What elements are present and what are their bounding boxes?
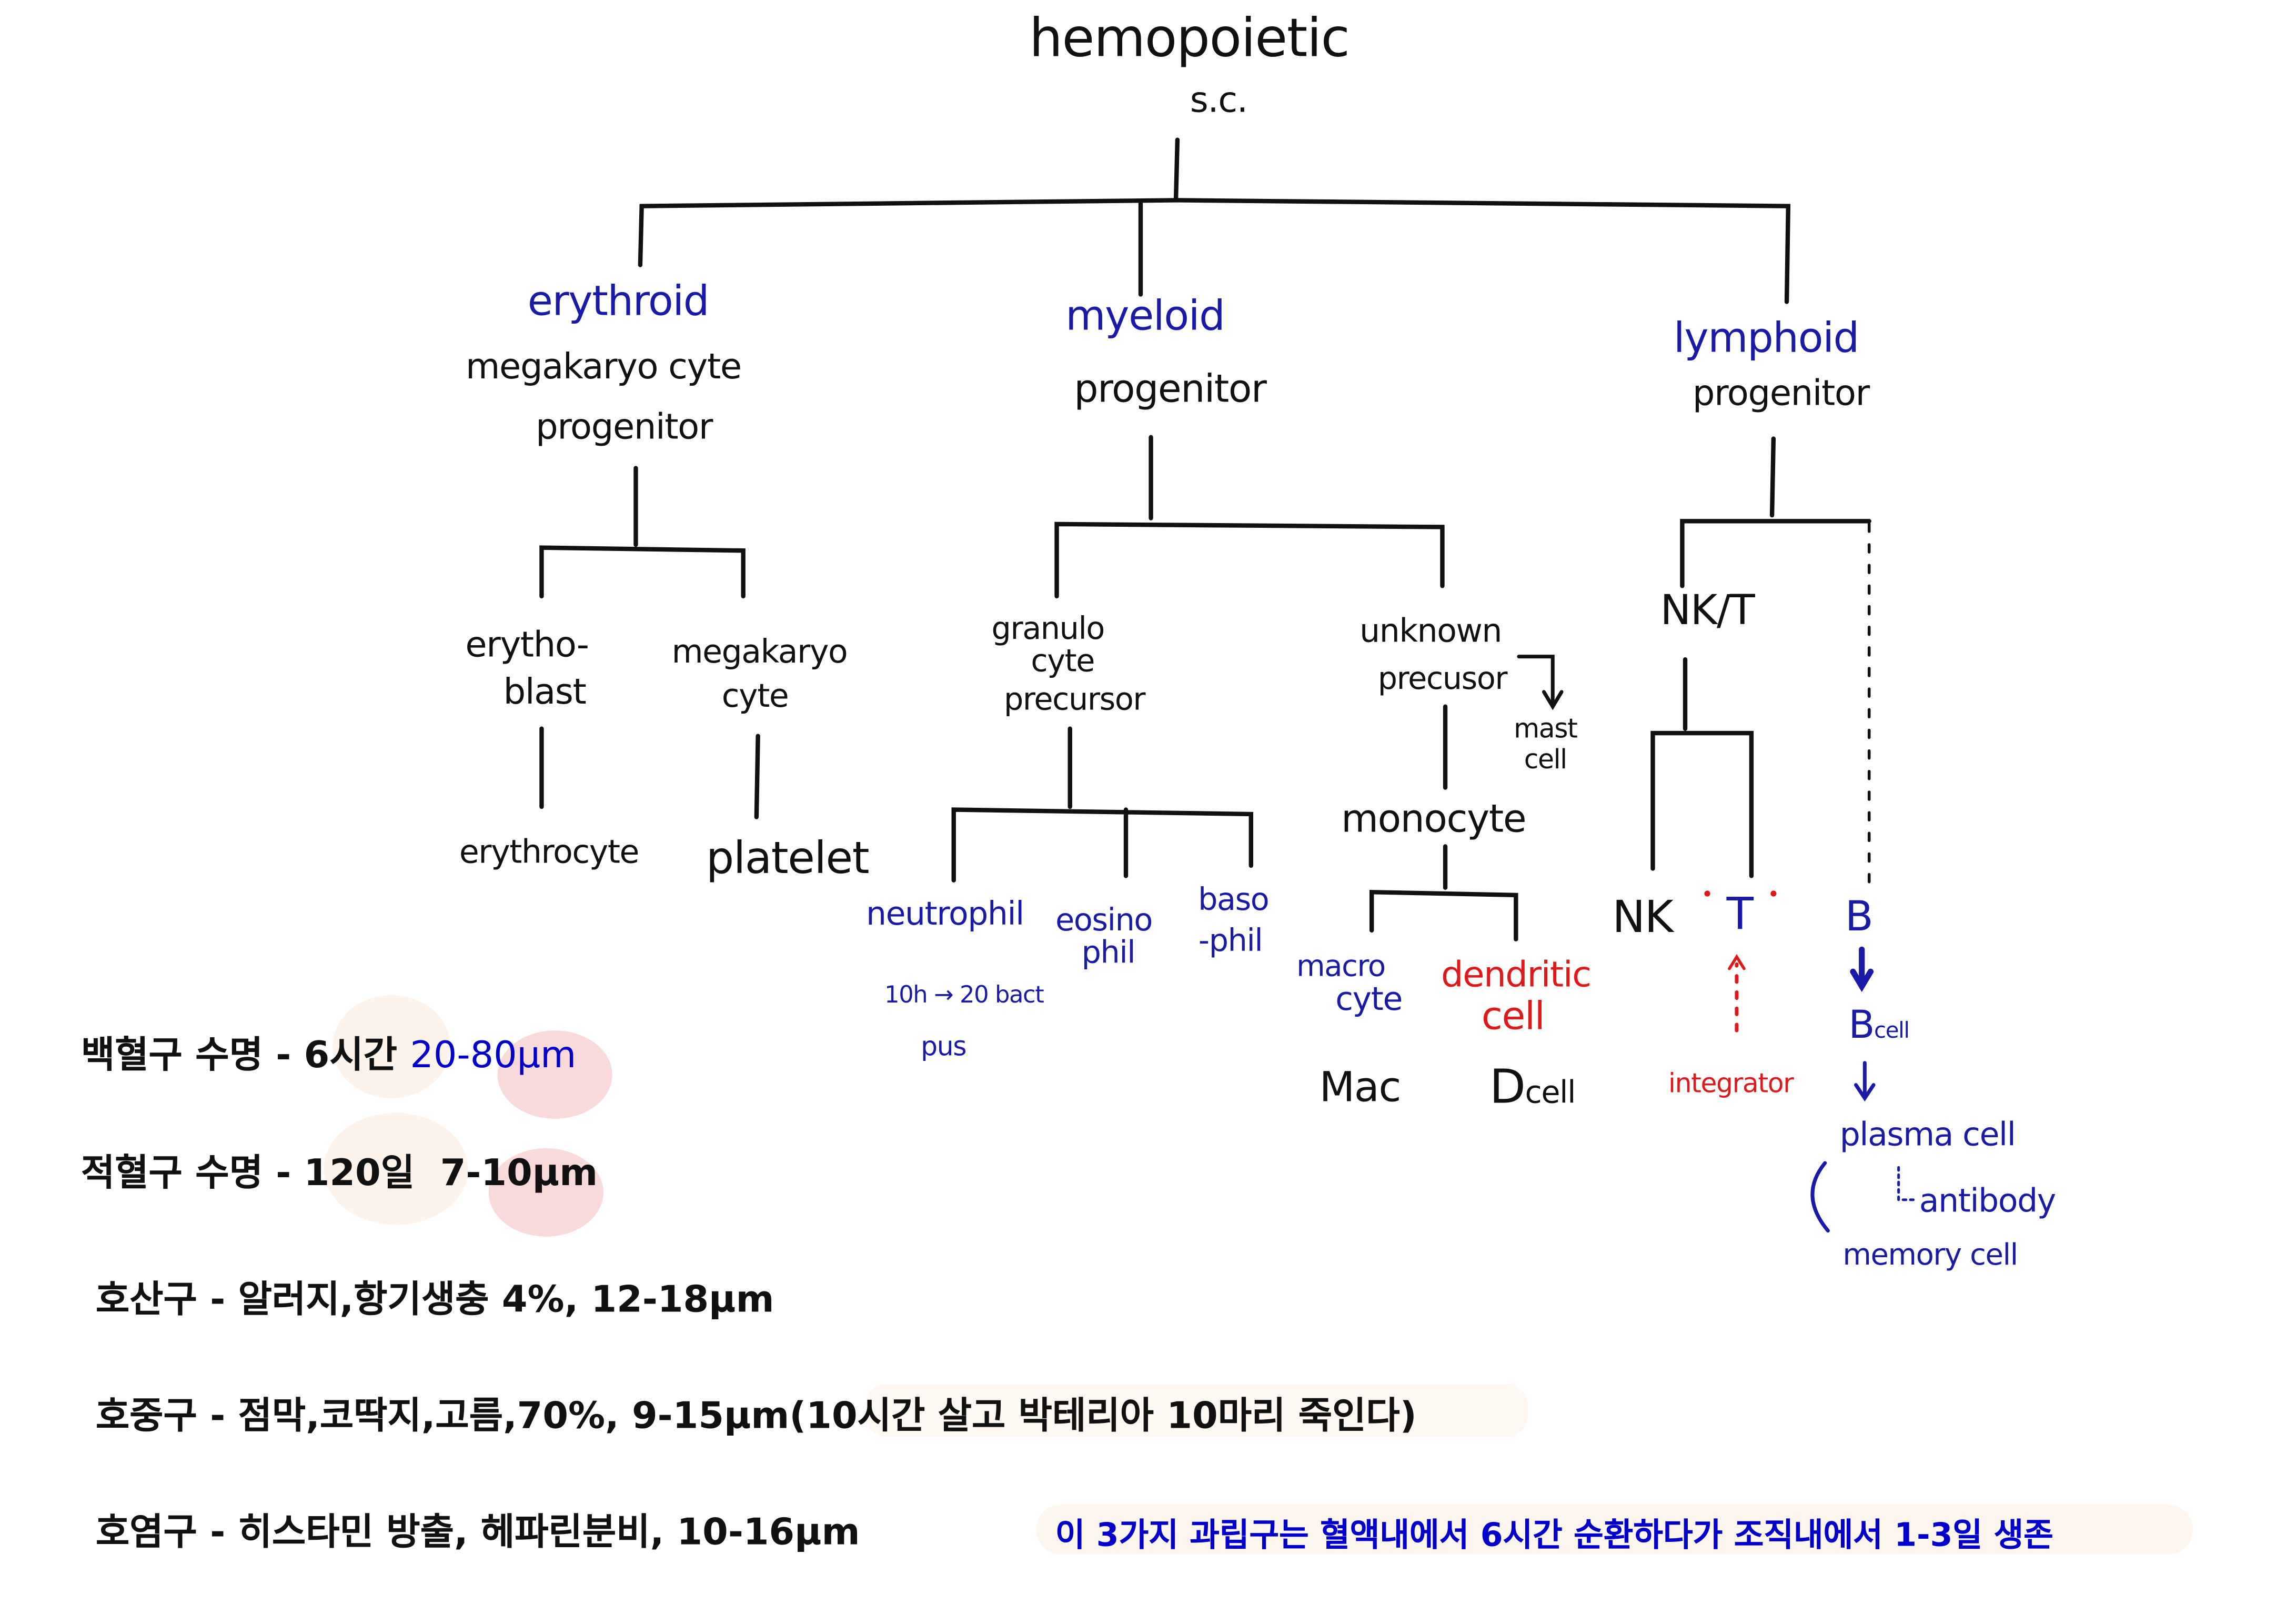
t-dot-left	[1704, 890, 1710, 897]
macrocyte-line2: cyte	[1335, 981, 1403, 1019]
erythroid-line3: progenitor	[536, 406, 713, 448]
platelet-label: platelet	[706, 833, 870, 885]
myeloid-line2: progenitor	[1074, 368, 1267, 413]
highlight-pink	[497, 1030, 612, 1119]
megakaryocyte-line2: cyte	[721, 678, 789, 716]
unknown-line2: precusor	[1377, 661, 1508, 697]
myeloid-branch	[1054, 435, 1445, 599]
nk-label: NK	[1612, 892, 1673, 944]
root-label-sc: s.c.	[1190, 79, 1248, 121]
monocyte-branch	[1369, 844, 1518, 941]
erythroid-branch	[539, 466, 746, 599]
erythroid-line2: megakaryo cyte	[466, 346, 742, 387]
highlight-peach	[324, 1112, 468, 1225]
note-rbc-label: 적혈구 수명 -	[80, 1151, 304, 1194]
note-neutrophil-main: 호중구 - 점막,코딱지,고름,70%, 9-15μm	[95, 1394, 790, 1437]
neutrophil-note: 10h → 20 bact	[884, 980, 1044, 1009]
megakaryocyte-line1: megakaryo	[671, 634, 848, 671]
root-stem	[1173, 137, 1180, 201]
mast-line2: cell	[1524, 745, 1567, 776]
highlight-peach	[333, 995, 451, 1098]
myeloid-title: myeloid	[1065, 291, 1225, 340]
t-arrowhead	[1728, 954, 1746, 970]
highlight-pink	[488, 1148, 603, 1237]
bcell-big: B	[1848, 1004, 1875, 1048]
note-neutrophil: 호중구 - 점막,코딱지,고름,70%, 9-15μm(10시간 살고 박테리아…	[96, 1387, 1417, 1440]
note-eosinophil: 호산구 - 알러지,항기생충 4%, 12-18μm	[95, 1278, 774, 1321]
megakaryocyte-stem	[754, 734, 760, 819]
root-branch	[638, 198, 1791, 304]
dendritic-line1: dendritic	[1441, 954, 1592, 996]
note-wbc: 백혈구 수명 - 6시간 20-80μm	[81, 1026, 576, 1079]
dcell-small: cell	[1525, 1075, 1576, 1110]
antibody-arrow	[1897, 1166, 1918, 1201]
nkt-branch	[1650, 657, 1754, 878]
note-granulocyte-summary: 이 3가지 과립구는 혈액내에서 6시간 순환하다가 조직내에서 1-3일 생존	[1055, 1518, 2053, 1555]
dendritic-line2: cell	[1481, 995, 1545, 1039]
plasma-cell-label: plasma cell	[1839, 1117, 2016, 1155]
bcell-small: cell	[1874, 1017, 1910, 1044]
note-basophil: 호염구 - 히스타민 방출, 헤파린분비, 10-16μm	[95, 1510, 860, 1553]
memory-bracket	[1810, 1161, 1830, 1233]
macrocyte-line1: macro	[1296, 948, 1386, 984]
memory-cell-label: memory cell	[1842, 1236, 2018, 1272]
mast-arrowhead	[1542, 690, 1564, 710]
monocyte-label: monocyte	[1341, 798, 1526, 843]
note-rbc-size: 7-10μm	[440, 1151, 598, 1194]
note-neutrophil-extra: (10시간 살고 박테리아 10마리 죽인다)	[789, 1394, 1417, 1437]
t-dot-right	[1770, 890, 1777, 897]
dcell-label: Dcell	[1489, 1061, 1576, 1112]
lymphoid-branch	[1680, 436, 1871, 588]
granulocyte-branch	[951, 726, 1253, 883]
note-wbc-size: 20-80μm	[410, 1033, 577, 1076]
erythrocyte-label: erythrocyte	[459, 835, 640, 872]
unknown-line1: unknown	[1360, 614, 1502, 651]
mast-line1: mast	[1514, 714, 1578, 745]
b-label: B	[1845, 892, 1874, 941]
nkt-label: NK/T	[1660, 586, 1755, 635]
lymphoid-line2: progenitor	[1692, 372, 1870, 414]
bcell-arrow	[1854, 1061, 1876, 1102]
eosinophil-line2: phil	[1081, 935, 1136, 970]
granulocyte-line3: precursor	[1004, 681, 1146, 717]
lymphoid-title: lymphoid	[1673, 313, 1859, 363]
note-wbc-life: 6시간	[304, 1033, 398, 1076]
eosinophil-line1: eosino	[1055, 902, 1153, 938]
erythroid-title: erythroid	[527, 276, 710, 326]
dcell-big: D	[1489, 1058, 1526, 1115]
granulocyte-line1: granulo	[991, 610, 1105, 647]
basophil-line2: -phil	[1198, 923, 1263, 959]
b-arrow-thick	[1850, 946, 1874, 993]
note-rbc-life: 120일	[304, 1151, 415, 1194]
neutrophil-pus: pus	[921, 1031, 966, 1063]
mac-label: Mac	[1319, 1062, 1402, 1112]
neutrophil-label: neutrophil	[865, 896, 1024, 934]
mast-arrow	[1517, 655, 1555, 706]
highlight-pill	[1036, 1504, 2193, 1555]
granulocyte-line2: cyte	[1031, 643, 1095, 679]
note-rbc: 적혈구 수명 - 120일 7-10μm	[81, 1144, 598, 1197]
integrator-label: integrator	[1668, 1068, 1794, 1100]
t-label: T	[1726, 889, 1754, 941]
note-wbc-label: 백혈구 수명 -	[80, 1033, 304, 1076]
erythroblast-line2: blast	[503, 671, 587, 713]
erythroblast-line1: erytho-	[465, 624, 589, 666]
bcell-label: Bcell	[1848, 1004, 1910, 1048]
highlight-pill	[865, 1384, 1528, 1437]
antibody-label: antibody	[1919, 1184, 2056, 1221]
root-label: hemopoietic	[1029, 8, 1350, 69]
basophil-line1: baso	[1198, 881, 1270, 917]
